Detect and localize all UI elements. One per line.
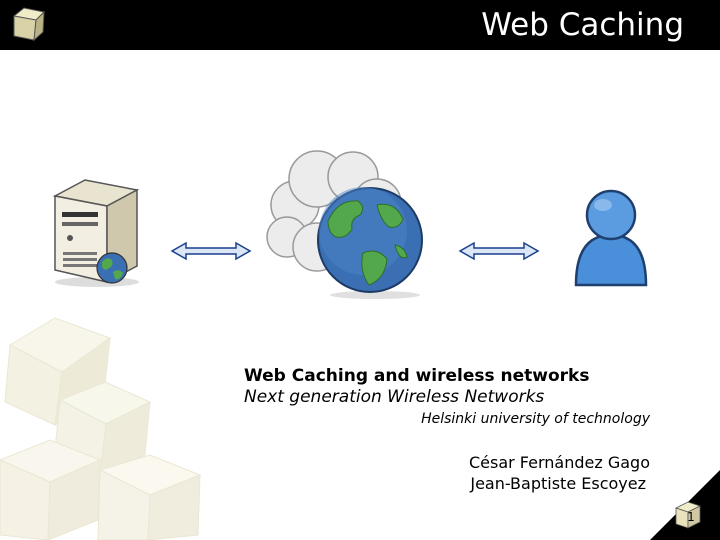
author-name: Jean-Baptiste Escoyez [470, 474, 646, 493]
institution-name: Helsinki university of technology [421, 411, 650, 427]
author-name: César Fernández Gago [468, 453, 650, 472]
presentation-subtitle: Next generation Wireless Networks [244, 387, 545, 407]
server-icon [52, 179, 140, 287]
internet-icon [266, 150, 423, 299]
slide-header: Web Caching [0, 0, 720, 50]
cube-logo-icon [12, 7, 46, 42]
double-arrow-icon [170, 241, 252, 261]
title-block: Web Caching and wireless networks Next g… [244, 366, 650, 430]
slide-title: Web Caching [481, 7, 684, 43]
page-number: 1 [687, 510, 695, 524]
corner-triangle [650, 470, 720, 540]
double-arrow-icon [458, 241, 540, 261]
background-cubes-icon [0, 317, 202, 540]
user-icon [574, 189, 648, 287]
presentation-title: Web Caching and wireless networks [244, 366, 590, 386]
author-list: César Fernández Gago Jean-Baptiste Escoy… [430, 452, 650, 494]
